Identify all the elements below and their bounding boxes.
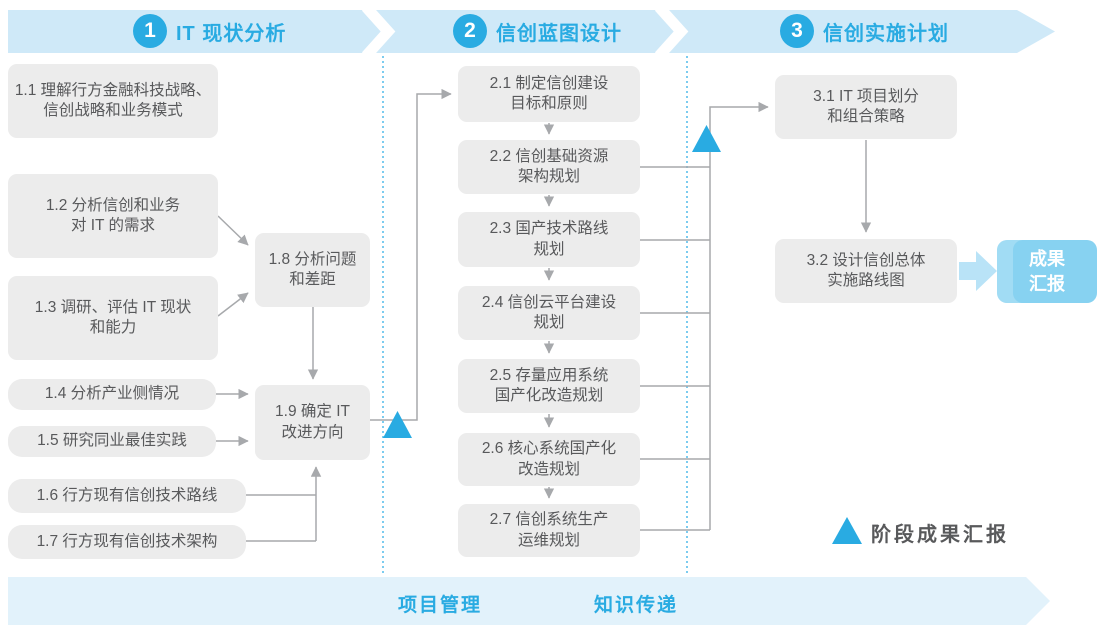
box-1-1: 1.1 理解行方金融科技战略、 信创战略和业务模式 — [8, 64, 218, 138]
box-2-4: 2.4 信创云平台建设 规划 — [458, 286, 640, 340]
footer-label-knowledge-transfer: 知识传递 — [594, 595, 679, 616]
result-arrow — [959, 251, 997, 291]
result-report-box: 成果 汇报 — [997, 240, 1097, 303]
box-1-4: 1.4 分析产业侧情况 — [8, 379, 216, 410]
phase-3-header: 3 信创实施计划 — [780, 14, 949, 48]
milestone-triangle-1 — [383, 411, 412, 438]
box-3-1: 3.1 IT 项目划分 和组合策略 — [775, 75, 957, 139]
box-2-2: 2.2 信创基础资源 架构规划 — [458, 140, 640, 194]
phase-2-header: 2 信创蓝图设计 — [453, 14, 622, 48]
phase-1-number-badge: 1 — [133, 14, 167, 48]
box-1-7: 1.7 行方现有信创技术架构 — [8, 525, 246, 559]
phase-separator-chevron-1 — [361, 3, 396, 60]
phase-1-title: IT 现状分析 — [176, 22, 287, 45]
box-2-7: 2.7 信创系统生产 运维规划 — [458, 504, 640, 557]
box-1-9: 1.9 确定 IT 改进方向 — [255, 385, 370, 460]
phase-3-number-badge: 3 — [780, 14, 814, 48]
box-1-5: 1.5 研究同业最佳实践 — [8, 426, 216, 457]
box-2-5: 2.5 存量应用系统 国产化改造规划 — [458, 359, 640, 413]
phase-2-title: 信创蓝图设计 — [496, 22, 622, 45]
box-3-2: 3.2 设计信创总体 实施路线图 — [775, 239, 957, 303]
box-2-6: 2.6 核心系统国产化 改造规划 — [458, 433, 640, 486]
box-2-3: 2.3 国产技术路线 规划 — [458, 212, 640, 267]
milestone-triangle-2 — [692, 125, 721, 152]
box-1-8: 1.8 分析问题 和差距 — [255, 233, 370, 307]
box-1-2: 1.2 分析信创和业务 对 IT 的需求 — [8, 174, 218, 258]
legend-label: 阶段成果汇报 — [871, 524, 1009, 546]
phase-1-header: 1 IT 现状分析 — [133, 14, 286, 48]
box-1-3: 1.3 调研、评估 IT 现状 和能力 — [8, 276, 218, 360]
footer-band — [8, 577, 1050, 625]
phase-2-number-badge: 2 — [453, 14, 487, 48]
legend-triangle-icon — [832, 517, 862, 544]
phase-separator-chevron-2 — [654, 3, 689, 60]
footer-label-project-management: 项目管理 — [398, 595, 483, 616]
box-2-1: 2.1 制定信创建设 目标和原则 — [458, 66, 640, 122]
phase-3-title: 信创实施计划 — [823, 22, 949, 45]
box-1-6: 1.6 行方现有信创技术路线 — [8, 479, 246, 513]
